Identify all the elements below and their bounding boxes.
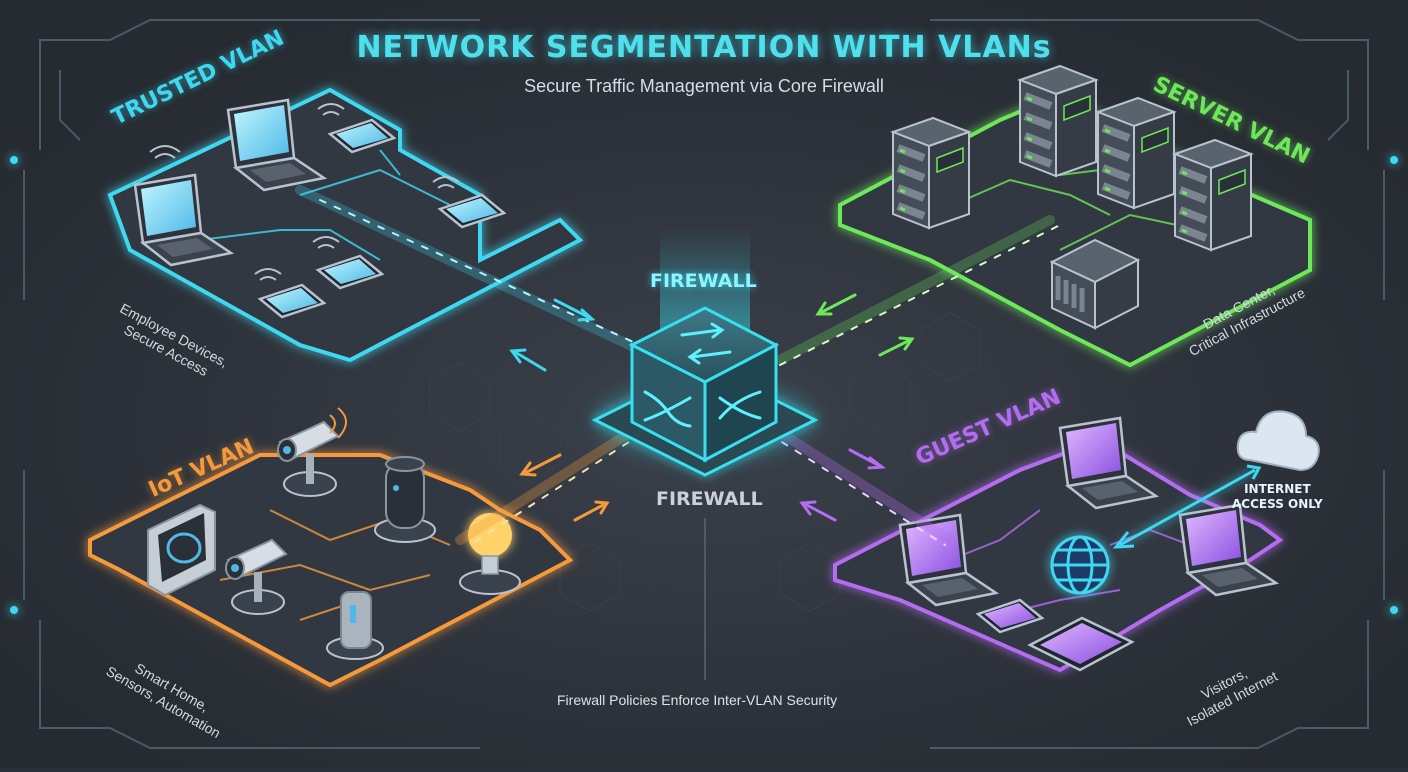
globe-icon (1050, 535, 1110, 595)
firewall-cube-icon (591, 228, 819, 477)
page-subtitle: Secure Traffic Management via Core Firew… (524, 76, 884, 96)
page-title: NETWORK SEGMENTATION WITH VLANs (356, 30, 1052, 65)
circuit-frame (23, 19, 1385, 749)
storage-nas-icon (1049, 238, 1141, 330)
firewall-bottom-label: FIREWALL (656, 488, 763, 510)
smart-speaker-icon (374, 456, 436, 543)
direction-arrows (509, 293, 915, 522)
light-bulb-icon (459, 513, 521, 595)
thermostat-icon (147, 503, 216, 597)
tablet-icon (1027, 616, 1135, 672)
trusted-vlan-platform (107, 87, 584, 363)
server-rack-icon (1098, 98, 1174, 208)
wifi-icon (329, 407, 347, 439)
server-vlan-platform (838, 66, 1312, 368)
hex-floor (429, 312, 981, 612)
server-rack-icon (1175, 140, 1251, 250)
internet-label-line-1: INTERNET (1244, 482, 1311, 496)
internet-access-label: INTERNET ACCESS ONLY (1232, 482, 1323, 512)
internet-label-line-2: ACCESS ONLY (1232, 497, 1323, 511)
server-rack-icon (893, 118, 969, 228)
smart-speaker-icon (326, 591, 384, 660)
wifi-icon (149, 103, 460, 281)
internet-link (1112, 410, 1320, 549)
iot-vlan-platform (88, 407, 574, 688)
firewall-top-label: FIREWALL (650, 270, 757, 292)
guest-vlan-platform (833, 416, 1284, 673)
firewall-policy-note: Firewall Policies Enforce Inter-VLAN Sec… (557, 692, 838, 708)
cloud-icon (1236, 410, 1320, 472)
